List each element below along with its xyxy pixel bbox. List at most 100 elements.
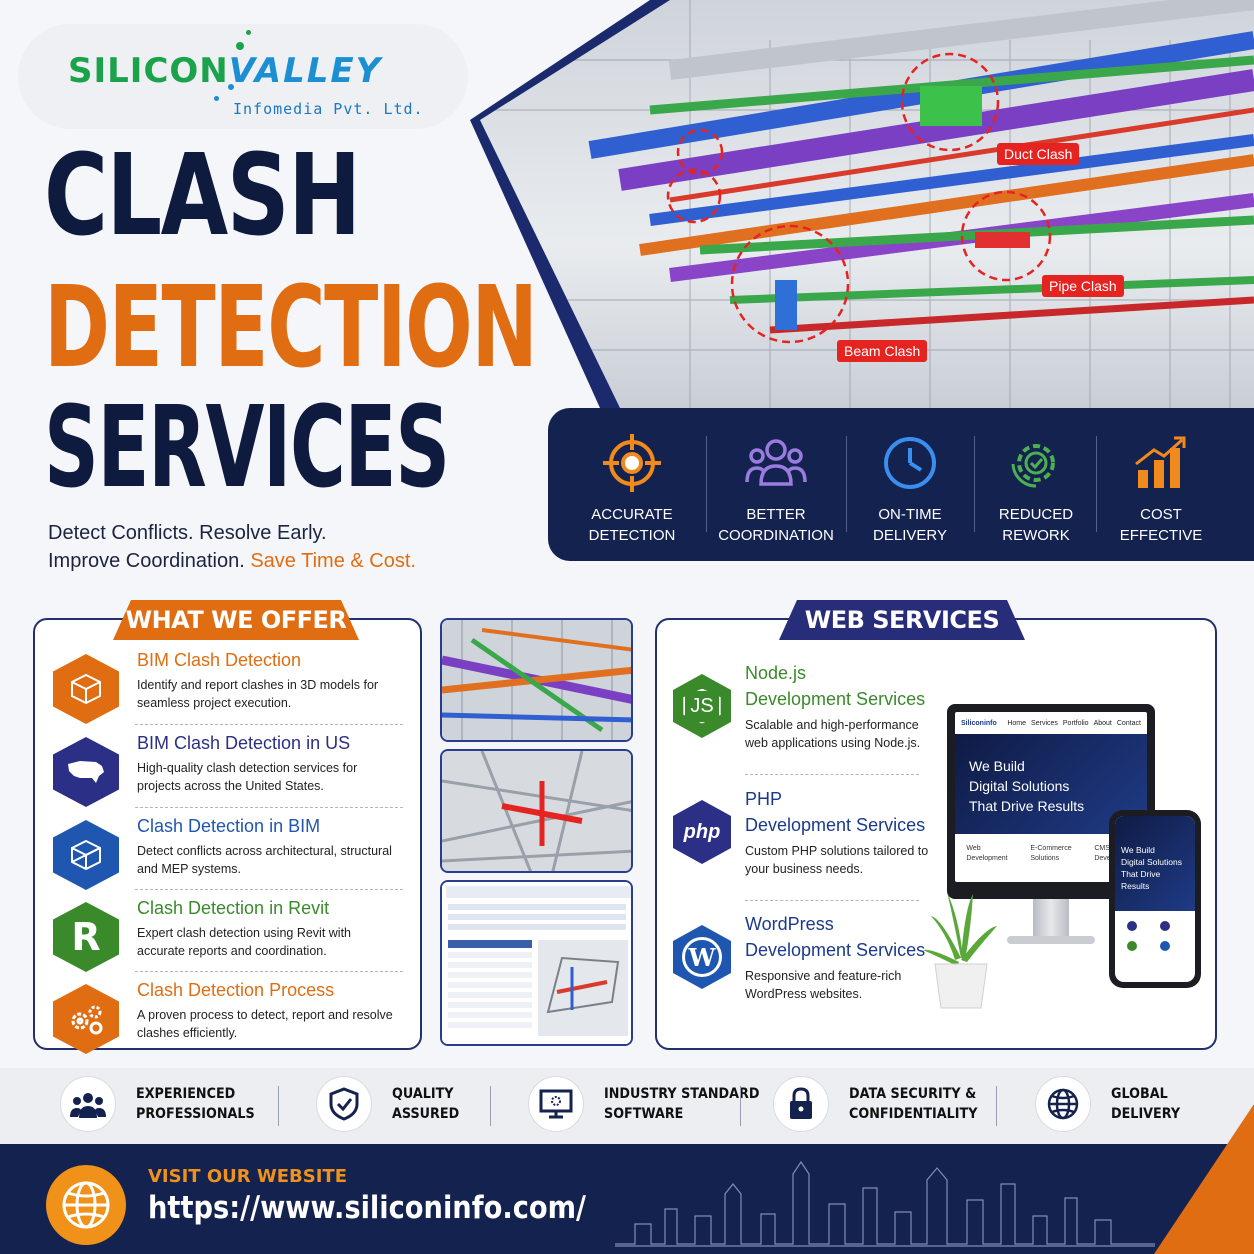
tagline-highlight: Save Time & Cost. xyxy=(250,550,416,572)
what-we-offer-panel: WHAT WE OFFER BIM Clash Detection Identi… xyxy=(33,600,422,1054)
city-skyline-decoration xyxy=(615,1160,1155,1247)
growth-chart-icon xyxy=(1091,428,1231,498)
offer-item-clash-detection-in-bim[interactable]: Clash Detection in BIM Detect conflicts … xyxy=(53,816,405,896)
offer-item-clash-detection-process[interactable]: Clash Detection Process A proven process… xyxy=(53,980,405,1060)
service-name: PHP xyxy=(745,789,783,809)
web-services-heading: WEB SERVICES xyxy=(779,600,1025,640)
divider xyxy=(135,724,403,725)
people-icon xyxy=(60,1076,116,1132)
mep-model-illustration xyxy=(470,0,1254,408)
phone-tiles xyxy=(1115,911,1195,961)
benefit-on-time-delivery: ON-TIME DELIVERY xyxy=(840,428,980,546)
benefits-band: ACCURATE DETECTION BETTER COORDINATION O… xyxy=(548,408,1254,561)
offer-description: A proven process to detect, report and r… xyxy=(137,1008,393,1040)
feature-data-security: DATA SECURITY &CONFIDENTIALITY xyxy=(773,1074,995,1134)
divider xyxy=(996,1086,997,1126)
globe-icon xyxy=(1035,1076,1091,1132)
benefit-label: EFFECTIVE xyxy=(1119,527,1203,544)
website-url-link[interactable]: https://www.siliconinfo.com/ xyxy=(148,1190,587,1226)
benefit-label: ON-TIME xyxy=(878,506,942,523)
php-badge: php xyxy=(683,820,721,843)
divider xyxy=(1096,436,1097,532)
feature-label: EXPERIENCED xyxy=(136,1086,236,1102)
site-nav-item: About xyxy=(1093,719,1112,727)
service-name: WordPress xyxy=(745,914,834,934)
company-logo[interactable]: SILICONVALLEY Infomedia Pvt. Ltd. xyxy=(18,24,468,129)
offer-item-bim-clash-detection-us[interactable]: BIM Clash Detection in US High-quality c… xyxy=(53,733,405,813)
benefit-cost-effective: COST EFFECTIVE xyxy=(1091,428,1231,546)
offer-description: High-quality clash detection services fo… xyxy=(137,761,358,793)
divider xyxy=(135,807,403,808)
team-icon xyxy=(706,428,846,498)
target-icon xyxy=(562,428,702,498)
offer-description: Expert clash detection using Revit with … xyxy=(137,926,351,958)
offer-item-clash-detection-in-revit[interactable]: R Clash Detection in Revit Expert clash … xyxy=(53,898,405,978)
site-headline: Digital Solutions xyxy=(969,778,1070,794)
offer-item-bim-clash-detection[interactable]: BIM Clash Detection Identify and report … xyxy=(53,650,405,730)
divider xyxy=(706,436,707,532)
site-feature-title: E-Commerce xyxy=(1030,845,1072,852)
title-line-1: CLASH xyxy=(44,131,361,261)
service-name: Node.js xyxy=(745,663,807,683)
divider xyxy=(974,436,975,532)
offer-description: Identify and report clashes in 3D models… xyxy=(137,678,379,710)
benefit-label: BETTER xyxy=(746,506,806,523)
cube-icon xyxy=(53,654,119,724)
title-line-2: DETECTION xyxy=(44,263,538,393)
globe-icon xyxy=(46,1165,126,1245)
revit-letter: R xyxy=(71,915,101,959)
hero-mep-model-image xyxy=(470,0,1254,408)
clock-icon xyxy=(840,428,980,498)
site-nav-item: Contact xyxy=(1116,719,1141,727)
benefit-reduced-rework: REDUCED REWORK xyxy=(966,428,1106,546)
divider xyxy=(278,1086,279,1126)
site-nav-item: Home xyxy=(1007,719,1027,727)
phone-tile-icon xyxy=(1160,941,1170,951)
feature-text: EXPERIENCED PROFESSIONALS xyxy=(136,1084,255,1124)
phone-tile-icon xyxy=(1127,941,1137,951)
mep-model-thumbnail-2 xyxy=(440,749,633,873)
benefit-label: ACCURATE xyxy=(591,506,673,523)
tagline-line-2: Improve Coordination. Save Time & Cost. xyxy=(48,550,416,573)
offer-title: Clash Detection in BIM xyxy=(137,816,321,836)
clash-report-thumbnail xyxy=(440,880,633,1046)
title-line-3: SERVICES xyxy=(44,383,450,513)
offer-title: Clash Detection in Revit xyxy=(137,898,330,918)
nodejs-icon: JS xyxy=(673,674,731,738)
phone-headline: We Build xyxy=(1121,845,1155,855)
wordpress-icon: W xyxy=(673,925,731,989)
logo-word-valley: VALLEY xyxy=(228,51,383,91)
divider xyxy=(846,436,847,532)
what-we-offer-heading: WHAT WE OFFER xyxy=(113,600,359,640)
divider xyxy=(745,774,919,775)
site-headline: We Build xyxy=(969,758,1025,774)
feature-label: PROFESSIONALS xyxy=(136,1106,255,1122)
plant-decoration xyxy=(921,888,1001,1010)
lock-icon xyxy=(773,1076,829,1132)
duct-clash-label: Duct Clash xyxy=(997,143,1080,165)
logo-dot xyxy=(228,84,234,90)
monitor-base xyxy=(1007,936,1095,944)
feature-label: CONFIDENTIALITY xyxy=(849,1106,978,1122)
phone-screen: We Build Digital Solutions That Drive Re… xyxy=(1115,816,1195,982)
revit-icon: R xyxy=(53,902,119,972)
nodejs-badge: JS xyxy=(683,688,721,724)
service-description: Scalable and high-performance web applic… xyxy=(745,718,921,750)
benefit-label: COORDINATION xyxy=(718,527,834,544)
divider xyxy=(740,1086,741,1126)
divider xyxy=(135,971,403,972)
gear-check-icon xyxy=(966,428,1106,498)
feature-label: INDUSTRY STANDARD xyxy=(604,1086,760,1102)
divider xyxy=(135,889,403,890)
